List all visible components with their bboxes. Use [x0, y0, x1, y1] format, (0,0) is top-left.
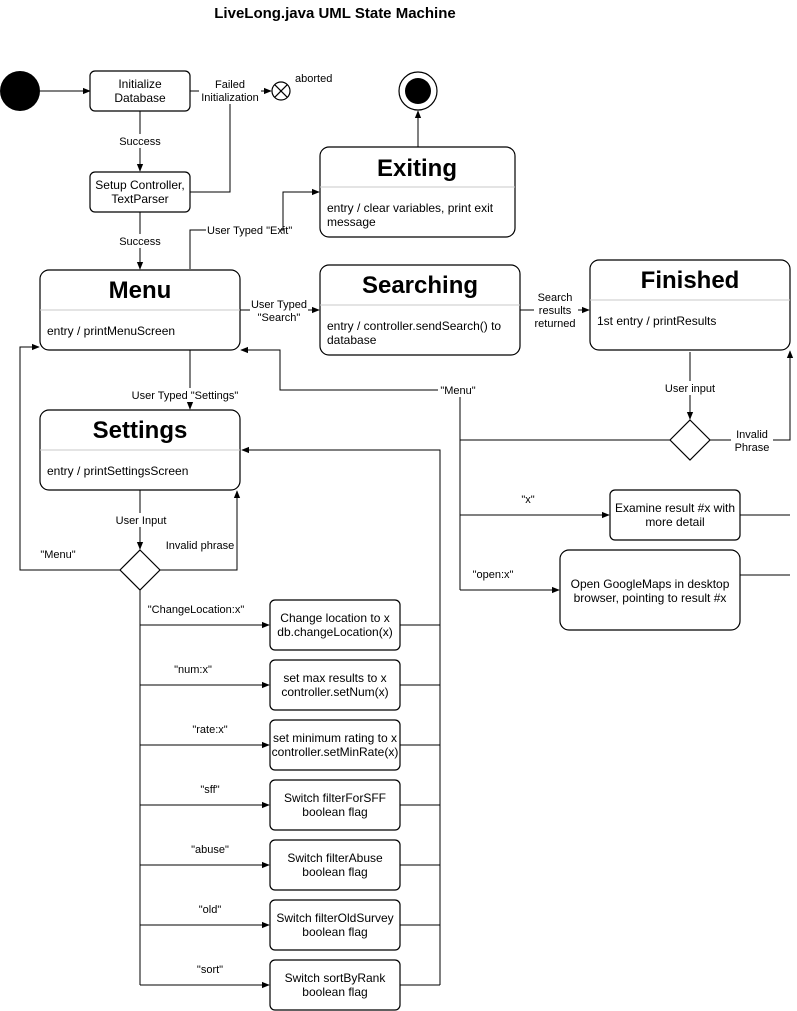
label-user-input-results: User input — [665, 383, 715, 395]
state-menu: Menu entry / printMenuScreen — [39, 269, 241, 351]
final-state — [398, 71, 438, 111]
label-rate-command: "rate:x" — [192, 724, 227, 736]
state-switch-sff — [269, 779, 401, 831]
label-invalid-phrase-settings: Invalid phrase — [166, 540, 235, 552]
settings-decision-node — [119, 549, 161, 591]
diagram-title: LiveLong.java UML State Machine — [214, 5, 455, 22]
label-sort-command: "sort" — [197, 964, 223, 976]
state-searching: Searching entry / controller.sendSearch(… — [319, 264, 521, 356]
label-changelocation-command: "ChangeLocation:x" — [148, 604, 245, 616]
edge-results-menu-to-menu — [240, 346, 461, 590]
label-x-command: "x" — [521, 494, 534, 506]
edge-commands-to-settings — [241, 446, 441, 985]
state-set-num — [269, 659, 401, 711]
label-old-command: "old" — [199, 904, 222, 916]
edge-settings-menu-to-menu — [19, 343, 120, 571]
label-success-2: Success — [119, 236, 161, 248]
edge-setup-to-aborted — [190, 91, 231, 193]
label-menu-from-results: "Menu" — [440, 385, 475, 397]
state-switch-abuse — [269, 839, 401, 891]
results-decision-node — [669, 419, 711, 461]
state-open-googlemaps — [559, 549, 741, 631]
state-setup-controller-label: Setup Controller,TextParser — [95, 178, 184, 206]
label-menu-from-settings: "Menu" — [40, 549, 75, 561]
edge-menu-to-exiting — [189, 188, 320, 269]
state-examine-result — [609, 489, 741, 541]
state-change-location — [269, 599, 401, 651]
state-finished: Finished 1st entry / printResults — [589, 259, 791, 351]
state-settings-name: Settings — [93, 417, 188, 444]
state-searching-name: Searching — [362, 272, 478, 299]
label-user-typed-settings: User Typed "Settings" — [132, 390, 239, 402]
initial-state — [0, 71, 40, 111]
state-finished-body: 1st entry / printResults — [597, 314, 716, 328]
state-settings: Settings entry / printSettingsScreen — [39, 409, 241, 491]
state-exiting: Exiting entry / clear variables, print e… — [319, 146, 516, 238]
state-switch-old — [269, 899, 401, 951]
edge-invalid-phrase-to-settings — [160, 490, 241, 571]
label-user-input-settings: User Input — [116, 515, 167, 527]
label-sff-command: "sff" — [200, 784, 219, 796]
state-menu-name: Menu — [109, 277, 172, 304]
state-finished-name: Finished — [641, 267, 740, 294]
label-success-1: Success — [119, 136, 161, 148]
state-setup-controller — [89, 171, 191, 213]
state-initialize-database — [89, 70, 191, 112]
state-switch-sort — [269, 959, 401, 1011]
label-abuse-command: "abuse" — [191, 844, 229, 856]
state-exiting-name: Exiting — [377, 155, 457, 182]
label-num-command: "num:x" — [174, 664, 212, 676]
edge-invalid-phrase-to-finished — [710, 350, 794, 441]
state-set-rate — [269, 719, 401, 771]
state-menu-body: entry / printMenuScreen — [47, 324, 175, 338]
aborted-terminate-icon — [271, 81, 291, 101]
label-user-typed-exit: User Typed "Exit" — [207, 225, 292, 237]
label-open-command: "open:x" — [473, 569, 514, 581]
state-settings-body: entry / printSettingsScreen — [47, 464, 188, 478]
aborted-label: aborted — [295, 73, 332, 85]
label-user-typed-search: User Typed"Search" — [251, 299, 307, 324]
